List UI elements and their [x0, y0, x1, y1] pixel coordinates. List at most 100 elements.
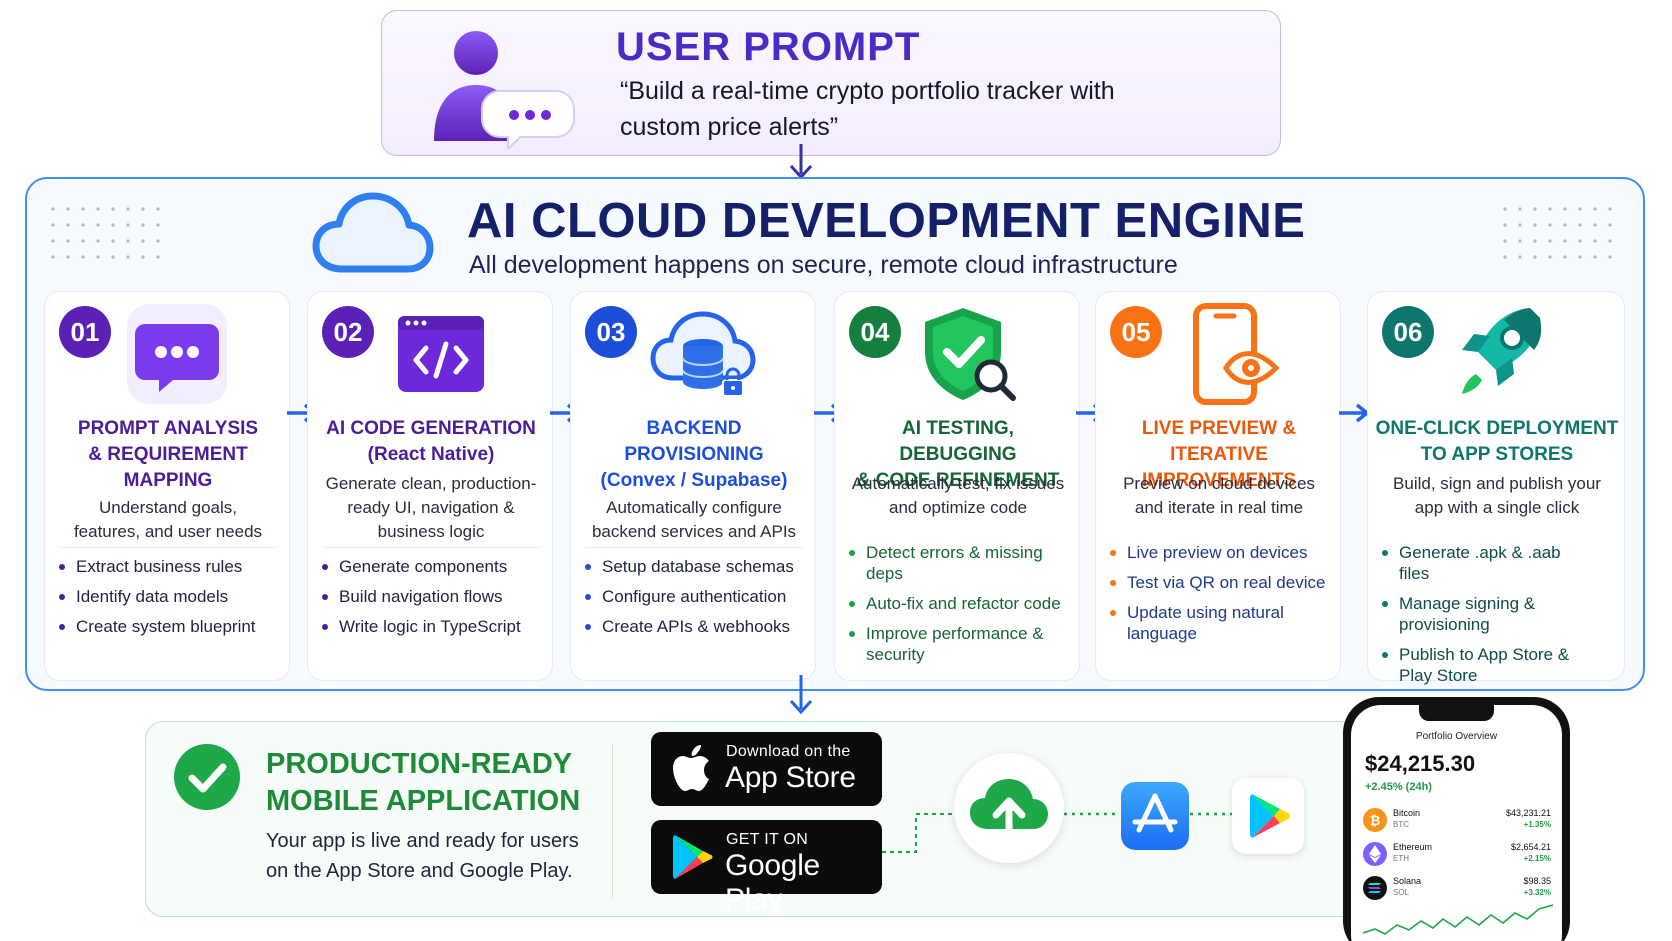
bitcoin-icon: ₿ [1363, 808, 1387, 832]
step-number: 03 [585, 306, 637, 358]
step-bullets: Setup database schemas Configure authent… [585, 556, 813, 646]
ethereum-icon [1363, 842, 1387, 866]
user-prompt-text: “Build a real-time crypto portfolio trac… [620, 77, 1115, 141]
step-description: Automatically configure backend services… [591, 498, 797, 541]
list-item: Write logic in TypeScript [322, 616, 550, 637]
output-description: Your app is live and ready for users on … [266, 830, 579, 882]
step-title: BACKEND PROVISIONING (Convex / Supabase) [600, 418, 788, 491]
step-description: Generate clean, production- ready UI, na… [325, 474, 537, 541]
step-title: LIVE PREVIEW & ITERATIVE IMPROVEMENTS [1141, 418, 1297, 491]
coin-symbol: BTC [1393, 820, 1409, 829]
cloud-engine-panel: AI CLOUD DEVELOPMENT ENGINE All developm… [25, 177, 1645, 691]
portfolio-change: +2.45% (24h) [1365, 781, 1432, 793]
coin-change: +3.32% [1523, 888, 1551, 897]
app-store-icon [1121, 782, 1189, 850]
dot-pattern [51, 207, 160, 259]
engine-subtitle: All development happens on secure, remot… [469, 251, 1178, 279]
step-bullets: Generate .apk & .aab files Manage signin… [1382, 542, 1582, 695]
step-card-ai-testing: 04 AI TESTING, DEBUGGING & CODE REFINEME… [834, 291, 1080, 681]
list-item: Test via QR on real device [1110, 572, 1338, 593]
down-arrow-icon [789, 675, 813, 715]
step-number: 06 [1382, 306, 1434, 358]
down-arrow-icon [789, 144, 813, 180]
user-prompt-title: USER PROMPT [616, 25, 921, 69]
list-item: Improve performance & security [849, 623, 1077, 665]
step-number: 05 [1110, 306, 1162, 358]
divider [612, 744, 613, 898]
chat-bubble-icon [127, 304, 227, 404]
badge-store-name: App Store [725, 761, 856, 794]
list-item: Configure authentication [585, 586, 813, 607]
production-output-panel: PRODUCTION-READY MOBILE APPLICATION Your… [145, 721, 1361, 917]
step-bullets: Detect errors & missing deps Auto-fix an… [849, 542, 1077, 674]
badge-caption: GET IT ON [726, 831, 809, 848]
step-title: ONE-CLICK DEPLOYMENT TO APP STORES [1375, 418, 1619, 465]
cloud-upload-icon [954, 753, 1064, 863]
list-item: Generate components [322, 556, 550, 577]
coin-price: $2,654.21 [1510, 842, 1551, 852]
coin-name: Ethereum [1393, 842, 1433, 852]
step-bullets: Generate components Build navigation flo… [322, 556, 550, 646]
user-prompt-box: USER PROMPT “Build a real-time crypto po… [381, 10, 1281, 156]
step-title: PROMPT ANALYSIS & REQUIREMENT MAPPING [77, 418, 259, 491]
list-item: Setup database schemas [585, 556, 813, 577]
app-store-badge[interactable]: Download on the App Store [651, 732, 882, 806]
step-card-live-preview: 05 LIVE PREVIEW & ITERATIVE IMPROVEMENTS… [1095, 291, 1341, 681]
list-item: Manage signing & provisioning [1382, 593, 1582, 635]
check-circle-icon [174, 744, 240, 810]
list-item: Update using natural language [1110, 602, 1338, 644]
step-description: Build, sign and publish your app with a … [1393, 474, 1601, 517]
step-bullets: Extract business rules Identify data mod… [59, 556, 287, 646]
portfolio-balance: $24,215.30 [1365, 751, 1476, 776]
step-number: 04 [849, 306, 901, 358]
coin-name: Solana [1393, 876, 1422, 886]
coin-row-solana[interactable]: Solana SOL $98.35 +3.32% [1363, 873, 1553, 907]
step-title: AI TESTING, DEBUGGING & CODE REFINEMENT [856, 418, 1060, 491]
coin-symbol: SOL [1393, 888, 1410, 897]
list-item: Identify data models [59, 586, 287, 607]
google-play-icon [673, 835, 713, 879]
google-play-badge[interactable]: GET IT ON Google Play [651, 820, 882, 916]
right-arrow-icon [1339, 403, 1370, 423]
step-bullets: Live preview on devices Test via QR on r… [1110, 542, 1338, 653]
step-number: 02 [322, 306, 374, 358]
list-item: Build navigation flows [322, 586, 550, 607]
engine-title: AI CLOUD DEVELOPMENT ENGINE [467, 194, 1306, 248]
apple-icon [673, 745, 709, 791]
list-item: Auto-fix and refactor code [849, 593, 1077, 614]
step-description: Understand goals, features, and user nee… [73, 498, 263, 541]
dot-pattern [1503, 207, 1612, 259]
step-card-code-generation: 02 AI CODE GENERATION (React Native) Gen… [307, 291, 553, 681]
coin-name: Bitcoin [1393, 808, 1421, 818]
step-number: 01 [59, 306, 111, 358]
rocket-icon [1462, 308, 1542, 394]
coin-change: +2.15% [1523, 854, 1551, 863]
step-card-prompt-analysis: 01 PROMPT ANALYSIS & REQUIREMENT MAPPING… [44, 291, 290, 681]
google-play-icon [1250, 794, 1290, 838]
svg-text:₿: ₿ [1370, 814, 1381, 829]
list-item: Create APIs & webhooks [585, 616, 813, 637]
step-description: Automatically test, fix issues and optim… [851, 474, 1065, 517]
coin-row-bitcoin[interactable]: ₿ Bitcoin BTC $43,231.21 +1.35% [1363, 805, 1553, 839]
connector-lines [882, 812, 1232, 853]
phone-screen: Portfolio Overview $24,215.30 +2.45% (24… [1351, 705, 1562, 941]
coin-change: +1.35% [1523, 820, 1551, 829]
portfolio-title: Portfolio Overview [1415, 731, 1498, 742]
list-item: Detect errors & missing deps [849, 542, 1077, 584]
user-chat-icon [434, 31, 575, 149]
list-item: Generate .apk & .aab files [1382, 542, 1582, 584]
coin-row-ethereum[interactable]: Ethereum ETH $2,654.21 +2.15% [1363, 839, 1553, 873]
list-item: Extract business rules [59, 556, 287, 577]
divider [59, 547, 277, 548]
coin-symbol: ETH [1393, 854, 1409, 863]
divider [322, 547, 540, 548]
step-card-deployment: 06 ONE-CLICK DEPLOYMENT TO APP STORES Bu… [1367, 291, 1625, 685]
list-item: Create system blueprint [59, 616, 287, 637]
shield-check-icon [925, 308, 1016, 401]
solana-icon [1363, 876, 1387, 900]
badge-caption: Download on the [726, 743, 851, 760]
cloud-icon [312, 192, 434, 273]
badge-store-name: Google Play [725, 849, 820, 916]
play-store-tile [1232, 778, 1304, 854]
step-title: AI CODE GENERATION (React Native) [326, 418, 536, 465]
